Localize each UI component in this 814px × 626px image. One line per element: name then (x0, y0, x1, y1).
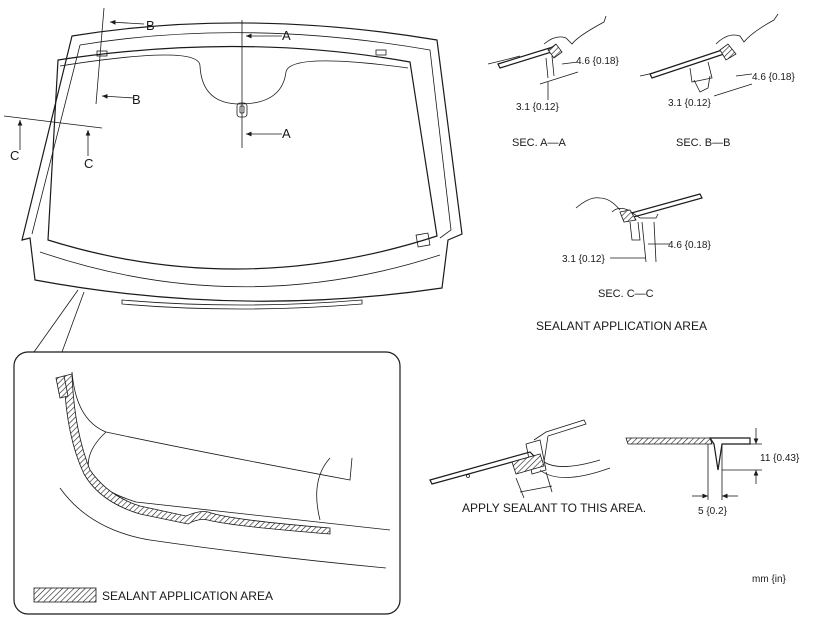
windshield-glass-edge (47, 45, 438, 270)
sec-aa-lead (487, 55, 521, 65)
marker-c-right: C (84, 156, 93, 171)
legend-swatch (33, 587, 97, 603)
sec-bb-clip (689, 61, 713, 93)
windshield-inner-frame (31, 32, 452, 239)
inset-sealant-strip (63, 373, 331, 535)
sec-bb-dim-line (713, 83, 753, 97)
cowl-strip (121, 299, 363, 310)
sec-aa-clip (545, 55, 555, 79)
section-line-c: C C (3, 115, 103, 171)
clip-tab-left (96, 50, 108, 57)
clip-tab-right (375, 49, 387, 56)
sec-bb-title: SEC. B—B (676, 137, 730, 149)
upper-area-caption: SEALANT APPLICATION AREA (536, 319, 707, 333)
sec-cc-clip (629, 221, 641, 241)
inset-sill (316, 457, 331, 521)
inset-detail (13, 351, 401, 615)
sec-aa-title: SEC. A—A (512, 137, 566, 149)
sec-bb-dim-outer: 4.6 {0.18} (752, 72, 795, 83)
sec-bb-sealant (719, 43, 737, 61)
sec-aa-dim-line (539, 71, 579, 85)
section-line-a: A A (241, 20, 291, 148)
legend-label: SEALANT APPLICATION AREA (102, 589, 273, 603)
marker-a-top: A (282, 28, 291, 43)
profile-bead (708, 437, 751, 471)
inset-body-contour (87, 431, 391, 531)
callout-leader (33, 289, 85, 353)
inset-frame (13, 351, 401, 615)
sec-cc-dim-outer: 4.6 {0.18} (668, 240, 711, 251)
section-line-b: B B (95, 7, 155, 107)
profile-glass (625, 437, 713, 445)
windshield (21, 22, 463, 310)
sensor-window (415, 232, 431, 248)
sec-bb-dim-inner: 3.1 {0.12} (668, 98, 711, 109)
sec-cc-molding (611, 208, 659, 219)
sec-cc-glass (627, 193, 703, 219)
profile-width-dim: 5 {0.2} (698, 506, 728, 517)
marker-c-left: C (10, 148, 19, 163)
sec-bb-glass (649, 47, 731, 79)
sec-cc-title: SEC. C—C (598, 288, 654, 300)
lower-panel (539, 467, 611, 478)
sec-aa-sealant (547, 43, 563, 59)
sec-cc-body (575, 197, 621, 211)
lower-cowl (533, 419, 601, 467)
sec-cc-sealant (619, 209, 637, 223)
lower-section: APPLY SEALANT TO THIS AREA. (429, 419, 646, 515)
lower-area-span (519, 485, 553, 493)
windshield-outer-frame (21, 22, 463, 302)
inset-body-upper (71, 371, 353, 481)
section-aa: 4.6 {0.18} 3.1 {0.12} SEC. A—A (487, 15, 619, 149)
lower-sealant-bead (511, 453, 545, 475)
marker-a-bottom: A (282, 126, 291, 141)
sec-aa-dim-inner: 3.1 {0.12} (516, 102, 559, 113)
section-bb: 4.6 {0.18} 3.1 {0.12} SEC. B—B (639, 13, 795, 149)
inset-lower-line (59, 487, 387, 569)
sec-cc-dim-inner: 3.1 {0.12} (562, 254, 605, 265)
section-cc: 4.6 {0.18} 3.1 {0.12} SEC. C—C (562, 193, 711, 300)
marker-b-bottom: B (132, 92, 141, 107)
legend: SEALANT APPLICATION AREA (33, 587, 273, 603)
sec-aa-dim-outer: 4.6 {0.18} (576, 56, 619, 67)
sec-aa-molding (543, 15, 607, 45)
bead-profile: 11 {0.43} 5 {0.2} (625, 428, 800, 517)
inset-sealant-edge (55, 375, 69, 399)
ceramic-band (59, 54, 409, 105)
cowl-edge (39, 251, 441, 288)
apply-caption: APPLY SEALANT TO THIS AREA. (462, 501, 646, 515)
marker-b-top: B (146, 18, 155, 33)
profile-height-dim: 11 {0.43} (760, 453, 800, 464)
sec-bb-molding (715, 13, 779, 45)
units-label: mm {in} (752, 574, 787, 585)
